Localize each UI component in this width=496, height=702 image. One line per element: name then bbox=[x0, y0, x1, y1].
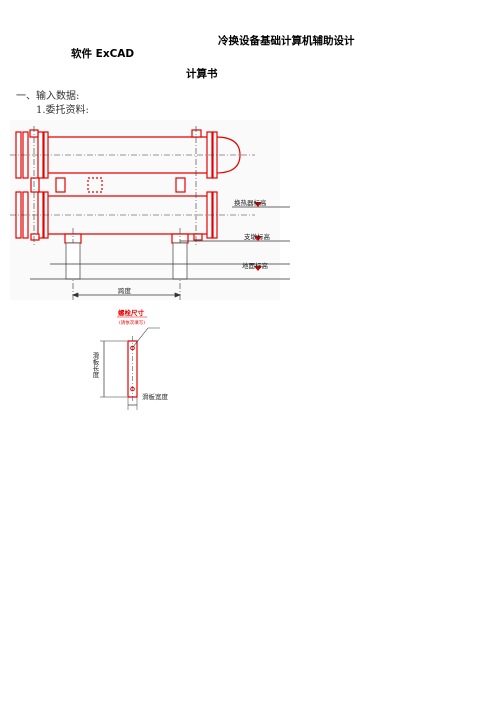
label-support-elevation: 支墩标高 bbox=[244, 232, 271, 241]
document-title: 冷换设备基础计算机辅助设计 bbox=[218, 35, 355, 47]
label-span: 跨度 bbox=[118, 286, 132, 295]
label-plate-width: 滑板宽度 bbox=[142, 392, 169, 401]
software-name: 软件 ExCAD bbox=[71, 48, 135, 60]
document-subtitle: 计算书 bbox=[186, 68, 218, 80]
slide-plate-detail bbox=[100, 327, 160, 410]
list-item-entrusted-data: 1.委托资料: bbox=[36, 105, 89, 116]
label-plate-length: 滑板长度 bbox=[91, 351, 99, 380]
label-exchanger-elevation: 换热器标高 bbox=[234, 198, 267, 207]
label-ground-elevation: 地面标高 bbox=[242, 261, 269, 270]
label-bolt-size: 螺栓尺寸 bbox=[118, 308, 145, 317]
label-bolt-note: (请依次填写) bbox=[119, 319, 145, 326]
section-heading: 一、输入数据: bbox=[16, 91, 80, 102]
